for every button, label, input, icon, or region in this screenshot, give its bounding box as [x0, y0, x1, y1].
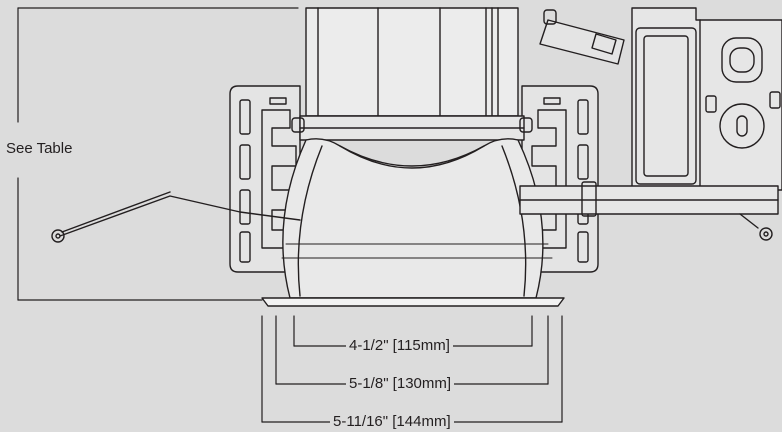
junction-box — [631, 7, 782, 191]
height-dimension-bracket — [17, 7, 299, 301]
driver-housing — [291, 7, 533, 141]
reflector-cone — [281, 138, 553, 299]
dimension-label-4-1-2: 4-1/2" [115mm] — [346, 337, 453, 355]
mounting-rail — [519, 181, 779, 241]
hanger-wire — [51, 191, 301, 243]
dimension-label-5-1-8: 5-1/8" [130mm] — [346, 375, 455, 393]
dimension-label-5-11-16: 5-11/16" [144mm] — [330, 413, 454, 431]
conduit-connector — [539, 9, 625, 65]
trim-flange — [261, 297, 565, 307]
see-table-label: See Table — [4, 140, 75, 158]
dimension-lines — [261, 315, 563, 423]
